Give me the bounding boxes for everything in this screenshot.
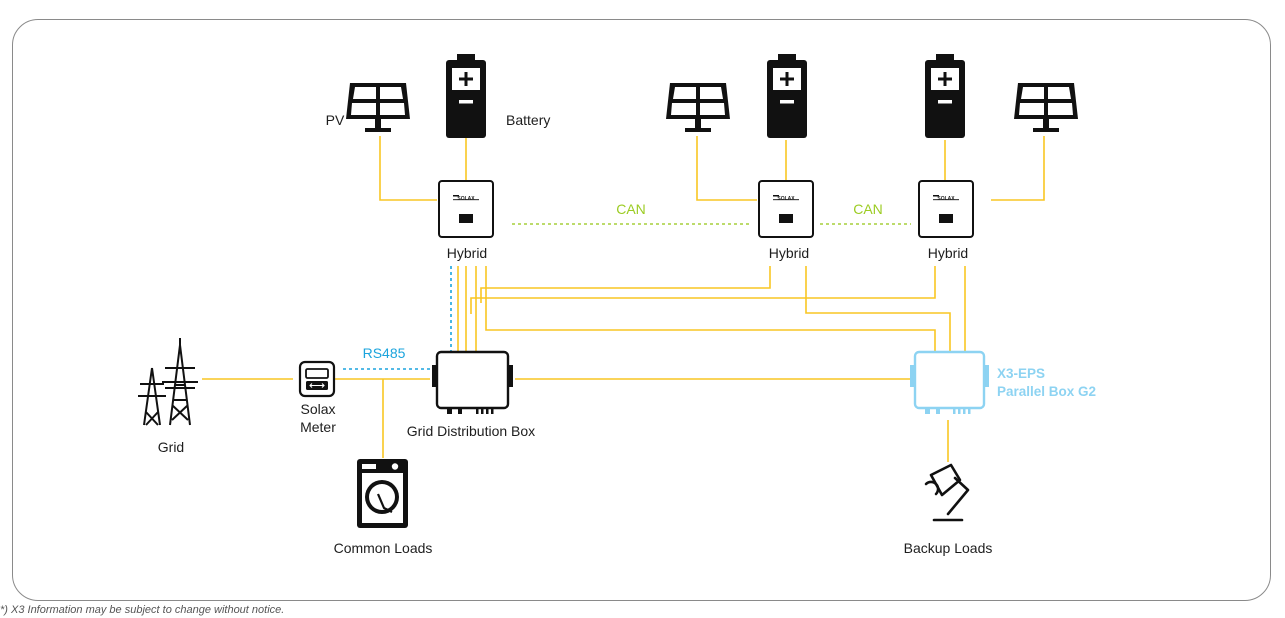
label-meter-line1: Solax xyxy=(300,401,335,417)
pv-panel-2-icon xyxy=(666,83,730,132)
label-hybrid-2: Hybrid xyxy=(769,245,809,261)
battery-2-icon xyxy=(767,54,807,138)
label-grid: Grid xyxy=(158,439,184,455)
battery-1-icon xyxy=(446,54,486,138)
label-eps-box-line2: Parallel Box G2 xyxy=(997,384,1096,399)
label-rs485: RS485 xyxy=(363,345,406,361)
label-hybrid-3: Hybrid xyxy=(928,245,968,261)
pv-panel-3-icon xyxy=(1014,83,1078,132)
meter-icon xyxy=(298,360,336,398)
inverter-logo-3: SOLAX xyxy=(937,196,955,202)
label-battery: Battery xyxy=(506,112,550,128)
label-grid-distribution-box: Grid Distribution Box xyxy=(407,423,535,439)
label-meter-line2: Meter xyxy=(300,419,336,435)
footnote: *) X3 Information may be subject to chan… xyxy=(0,604,285,616)
power-tower-icon xyxy=(138,338,198,426)
hybrid-inverter-2-icon xyxy=(758,180,814,238)
label-can-1: CAN xyxy=(616,201,646,217)
distribution-box-icon xyxy=(432,350,513,414)
label-can-2: CAN xyxy=(853,201,883,217)
inverter-logo-2: SOLAX xyxy=(777,196,795,202)
label-eps-box-line1: X3-EPS xyxy=(997,366,1045,381)
washing-machine-icon xyxy=(357,459,408,528)
hybrid-inverter-1-icon xyxy=(438,180,494,238)
eps-parallel-box-icon xyxy=(910,350,989,414)
inverter-logo-1: SOLAX xyxy=(457,196,475,202)
pv-panel-1-icon xyxy=(346,83,410,132)
label-hybrid-1: Hybrid xyxy=(447,245,487,261)
lamp-icon xyxy=(924,463,970,522)
hybrid-inverter-3-icon xyxy=(918,180,974,238)
label-common-loads: Common Loads xyxy=(334,540,433,556)
diagram-frame xyxy=(12,19,1271,601)
label-pv: PV xyxy=(326,112,345,128)
battery-3-icon xyxy=(925,54,965,138)
label-backup-loads: Backup Loads xyxy=(904,540,993,556)
